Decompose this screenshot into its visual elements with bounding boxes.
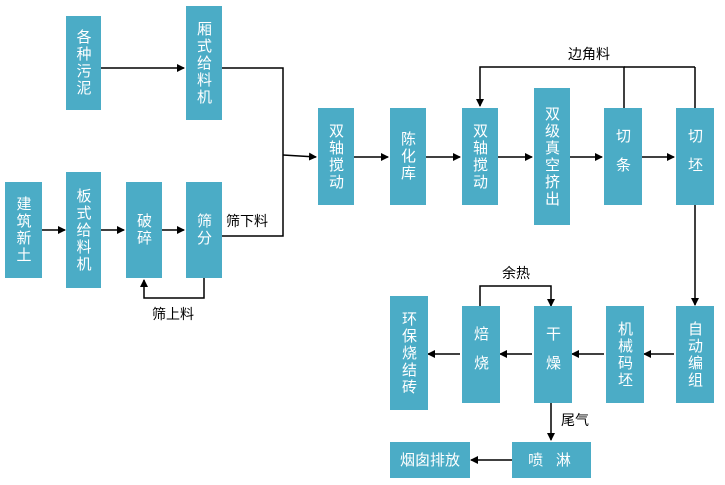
node-mixer2: 双轴搅动 bbox=[462, 108, 498, 205]
label-trim: 边角料 bbox=[568, 47, 610, 63]
arrow-oversize-return bbox=[140, 278, 205, 299]
label-oversize: 筛上料 bbox=[152, 307, 194, 323]
node-cut-strip: 切条 bbox=[604, 108, 642, 205]
arrow-waste-heat bbox=[479, 285, 555, 307]
label-waste-heat: 余热 bbox=[502, 266, 530, 282]
node-soil: 建筑新土 bbox=[5, 182, 42, 278]
label-exhaust: 尾气 bbox=[561, 413, 589, 429]
node-product: 环保烧结砖 bbox=[390, 296, 428, 410]
node-plate-feeder: 板式给料机 bbox=[66, 172, 101, 288]
node-auto-group: 自动编组 bbox=[676, 306, 714, 403]
node-crusher: 破碎 bbox=[126, 182, 162, 278]
node-screener: 筛分 bbox=[186, 182, 222, 278]
node-kiln: 焙烧 bbox=[462, 306, 500, 403]
line-feeder-to-junction bbox=[222, 67, 284, 155]
node-cut-blank: 切坯 bbox=[676, 108, 714, 205]
node-aging: 陈化库 bbox=[390, 108, 426, 205]
line-screener-to-junction bbox=[222, 155, 284, 237]
node-mixer1: 双轴搅动 bbox=[318, 108, 354, 205]
node-spray: 喷 淋 bbox=[512, 442, 591, 478]
arrow-junction-to-mixer1 bbox=[282, 152, 317, 161]
node-extruder: 双级真空挤出 bbox=[534, 88, 570, 225]
node-box-feeder: 厢式给料机 bbox=[186, 6, 222, 120]
label-undersize: 筛下料 bbox=[226, 214, 268, 230]
node-stacker: 机械码坯 bbox=[606, 306, 644, 403]
node-dryer: 干燥 bbox=[534, 306, 572, 403]
arrow-trim-return bbox=[476, 66, 625, 108]
node-sludge: 各种污泥 bbox=[66, 16, 101, 110]
node-chimney: 烟囱排放 bbox=[390, 442, 470, 478]
